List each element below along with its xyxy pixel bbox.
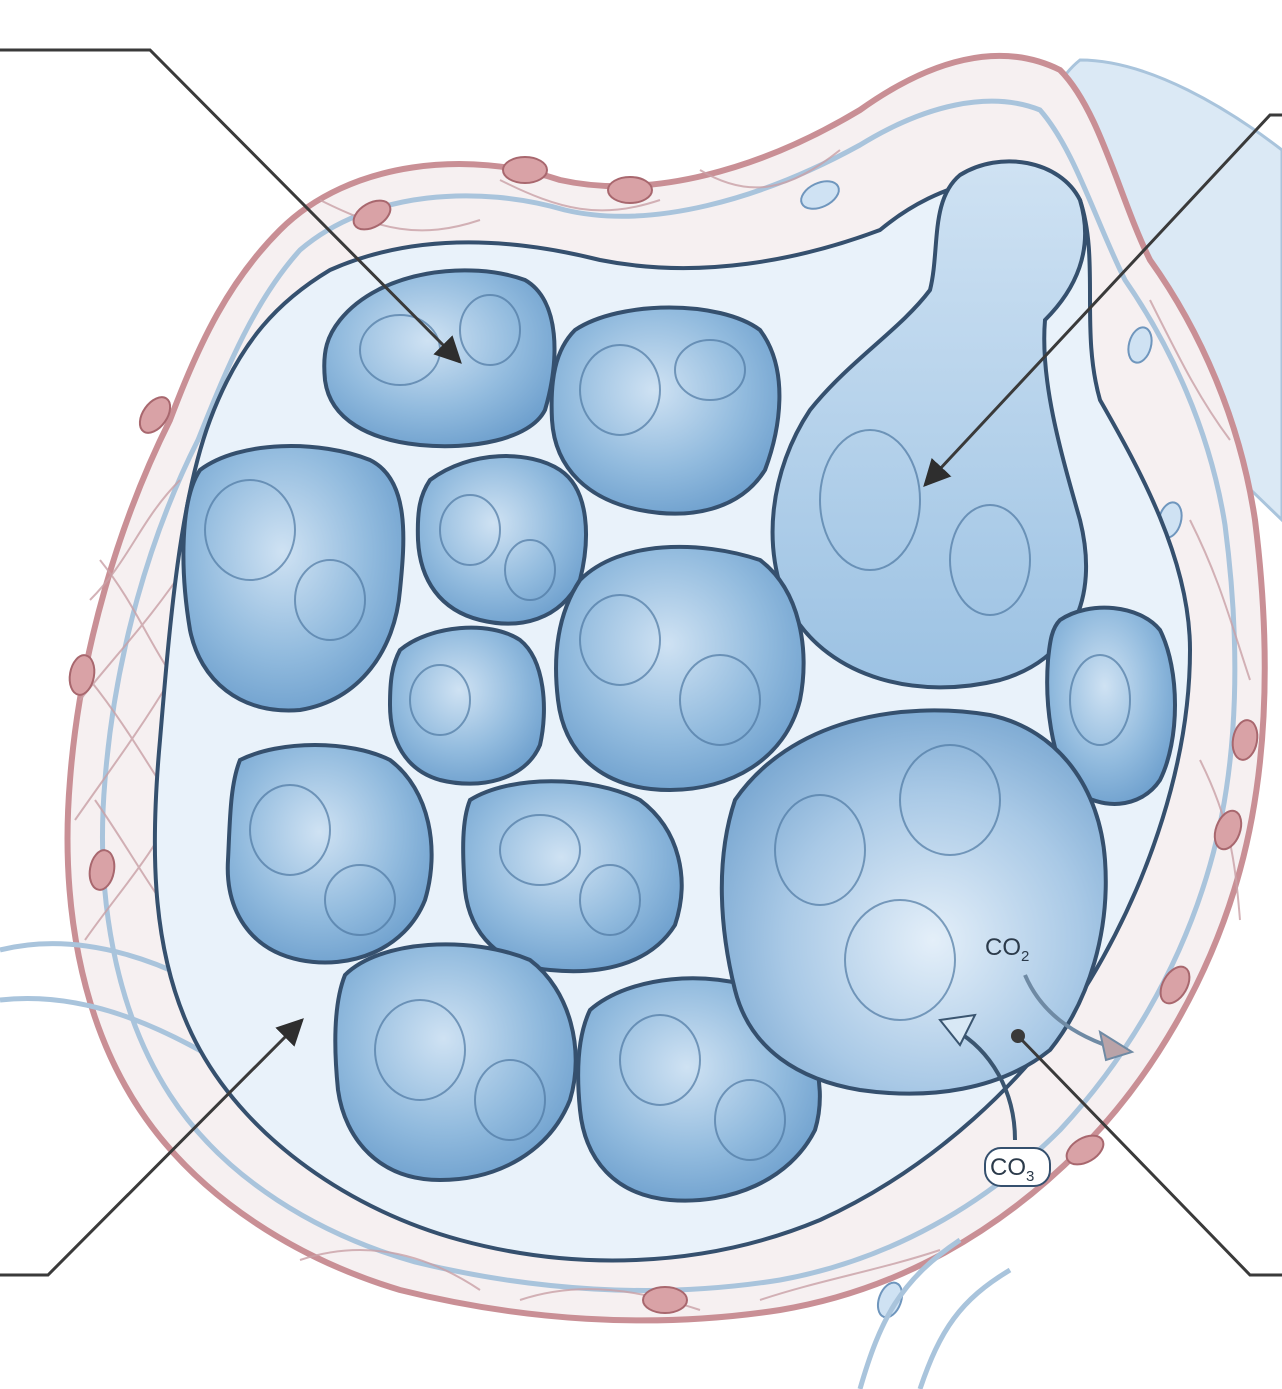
alveolus-8 [463, 781, 681, 971]
alveolus-4 [418, 456, 586, 624]
alveolus-10 [335, 944, 575, 1180]
alveolus-6 [390, 628, 544, 784]
alveolus-2 [552, 308, 780, 514]
alveolus-3 [183, 446, 403, 710]
capillary-dot-icon [1011, 1029, 1025, 1043]
alveolus-7 [228, 745, 432, 963]
alveolus-5 [556, 547, 804, 790]
